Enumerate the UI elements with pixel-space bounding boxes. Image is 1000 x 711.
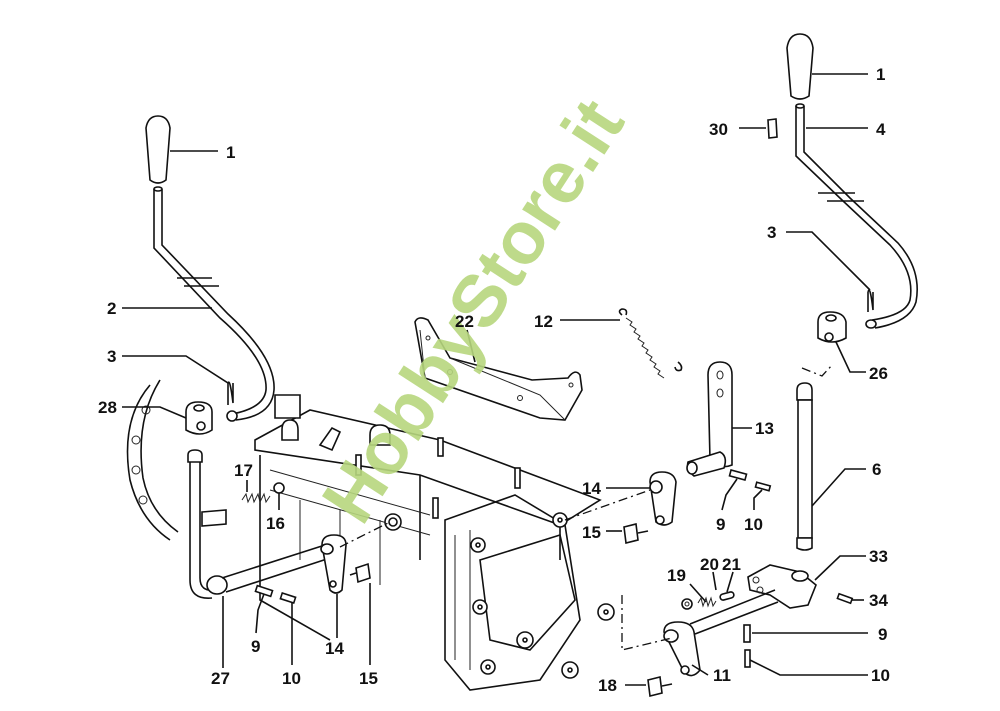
callout-21: 21 — [722, 555, 741, 574]
callout-20: 20 — [700, 555, 719, 574]
bolt-15-right — [623, 523, 649, 544]
callout-9-mid: 9 — [716, 515, 725, 534]
lever-right — [795, 103, 918, 329]
callout-6: 6 — [872, 460, 881, 479]
callout-33: 33 — [869, 547, 888, 566]
roll-pin-9-mid — [728, 469, 748, 481]
spring-17 — [241, 492, 271, 504]
callout-4: 4 — [876, 120, 886, 139]
lever-clamp-28 — [185, 401, 213, 435]
callout-15-left: 15 — [359, 669, 378, 688]
selector-arm-14-left — [320, 534, 347, 594]
selector-arm-11 — [663, 621, 701, 677]
callout-30: 30 — [709, 120, 728, 139]
bolt-15-left — [349, 562, 371, 584]
watermark: HobbyStore.it — [306, 85, 640, 537]
callout-28: 28 — [98, 398, 117, 417]
leader-lines — [122, 73, 871, 686]
callout-16: 16 — [266, 514, 285, 533]
ball-16 — [273, 482, 285, 494]
shift-shaft-27 — [187, 449, 331, 599]
bracket-22 — [414, 317, 583, 421]
roll-pin-9-left — [254, 584, 274, 598]
callout-3-left: 3 — [107, 347, 116, 366]
callout-15-right: 15 — [582, 523, 601, 542]
roll-pin-34 — [836, 592, 854, 605]
knob-left — [145, 115, 171, 184]
lever-13 — [686, 361, 733, 477]
selector-shaft-33 — [689, 564, 817, 635]
callout-27: 27 — [211, 669, 230, 688]
knob-right — [786, 33, 814, 100]
lever-left — [153, 186, 275, 422]
spring-20 — [697, 596, 717, 608]
callout-11: 11 — [713, 666, 731, 685]
callout-3-right: 3 — [767, 223, 776, 242]
pin-21 — [719, 591, 735, 601]
spring-12 — [618, 308, 683, 379]
selector-arm-14-right — [649, 471, 677, 526]
roll-pin-9-right — [743, 624, 751, 643]
shaft-6 — [796, 382, 813, 551]
roll-pin-10-right — [744, 649, 751, 668]
callout-22: 22 — [455, 312, 474, 331]
roll-pin-10-left — [279, 591, 297, 605]
callout-26: 26 — [869, 364, 888, 383]
callout-14-left: 14 — [325, 639, 344, 658]
callout-9-right: 9 — [878, 625, 887, 644]
callout-10-left: 10 — [282, 669, 301, 688]
roll-pin-10-mid — [754, 481, 772, 492]
callout-10-mid: 10 — [744, 515, 763, 534]
bolt-18 — [647, 676, 673, 697]
gearbox-housing — [126, 379, 615, 691]
callout-34: 34 — [869, 591, 888, 610]
lever-clamp-26 — [817, 311, 847, 343]
callout-19: 19 — [667, 566, 686, 585]
callout-10-right: 10 — [871, 666, 890, 685]
callout-17: 17 — [234, 461, 253, 480]
callout-18: 18 — [598, 676, 617, 695]
callout-14-right: 14 — [582, 479, 601, 498]
callout-1-right: 1 — [876, 65, 885, 84]
callout-2: 2 — [107, 299, 116, 318]
sleeve-30 — [767, 118, 778, 139]
callout-1-left: 1 — [226, 143, 235, 162]
callout-13: 13 — [755, 419, 774, 438]
cotter-pin-left — [227, 381, 234, 405]
callout-12: 12 — [534, 312, 553, 331]
ball-19 — [681, 598, 693, 610]
cotter-pin-right — [867, 289, 874, 312]
callout-9-left: 9 — [251, 637, 260, 656]
callout-labels: 1 2 3 28 17 16 9 10 27 14 15 22 12 1 30 … — [98, 65, 890, 695]
